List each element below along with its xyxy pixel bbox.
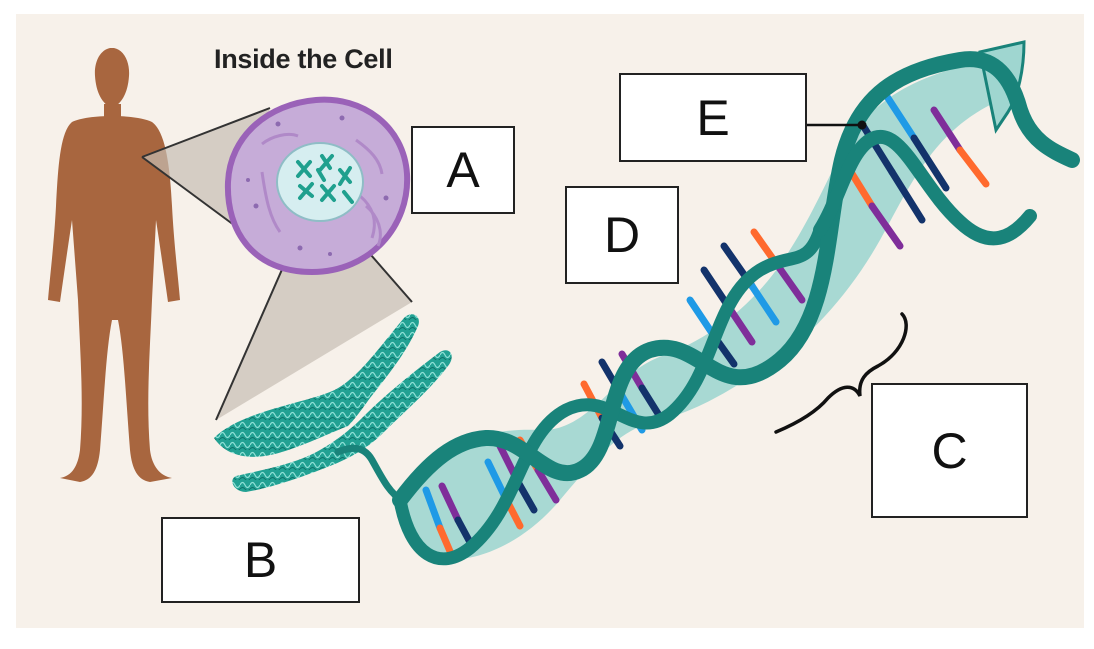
nucleus bbox=[276, 142, 364, 222]
dna-double-helix bbox=[392, 40, 1080, 566]
label-box-d[interactable]: D bbox=[565, 186, 679, 284]
label-box-a[interactable]: A bbox=[411, 126, 515, 214]
label-box-c[interactable]: C bbox=[871, 383, 1028, 518]
leader-line-e bbox=[806, 120, 867, 130]
bracket-c bbox=[774, 312, 908, 434]
label-box-b[interactable]: B bbox=[161, 517, 360, 603]
human-silhouette bbox=[48, 48, 180, 482]
label-box-e[interactable]: E bbox=[619, 73, 807, 162]
dna-tail bbox=[334, 444, 406, 504]
diagram-title: Inside the Cell bbox=[214, 44, 393, 74]
chromosome bbox=[214, 314, 452, 492]
